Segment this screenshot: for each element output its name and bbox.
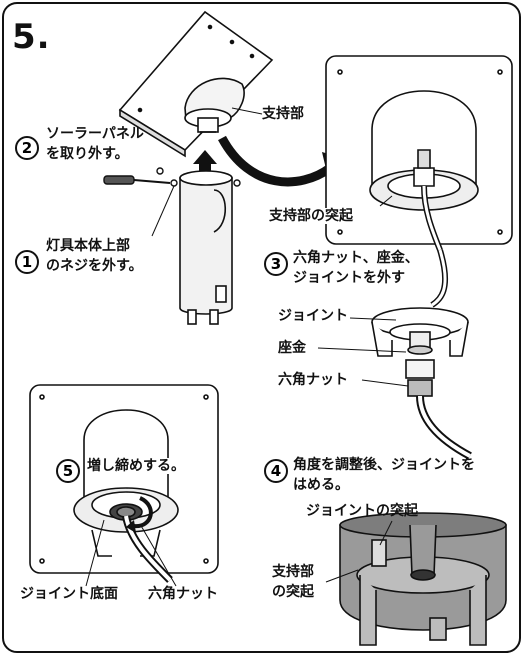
- step-4-number: 4: [264, 459, 288, 483]
- support-prot-line1: 支持部: [272, 564, 314, 580]
- support-label: 支持部: [262, 106, 304, 122]
- step-1-number: 1: [15, 250, 39, 274]
- step-3-line2: ジョイントを外す: [293, 270, 405, 286]
- step-5-line1: 増し締めする。: [86, 458, 186, 475]
- curved-arrow-icon: [218, 135, 333, 187]
- step-5-number: 5: [56, 459, 80, 483]
- step-4-line2: はめる。: [293, 477, 349, 493]
- tighten-panel-illustration: [29, 384, 219, 583]
- step-2-number: 2: [15, 136, 39, 160]
- step-2-line1: ソーラーパネル: [46, 126, 144, 142]
- washer-label: 座金: [278, 340, 306, 356]
- solar-panel-illustration: [118, 10, 274, 158]
- joint-protrusion-label: ジョイントの突起: [306, 503, 418, 519]
- joint-parts-illustration: [371, 307, 472, 460]
- joint-label: ジョイント: [278, 308, 348, 324]
- support-protrusion-label: 支持部の突起: [268, 208, 354, 225]
- step-2-line2: を取り外す。: [46, 146, 129, 162]
- support-prot-line2: の突起: [272, 584, 314, 600]
- step-title: 5.: [12, 17, 51, 57]
- step-1-line1: 灯具本体上部: [46, 238, 130, 254]
- back-panel-illustration: [325, 55, 513, 252]
- screwdriver-icon: [103, 167, 241, 187]
- light-body-illustration: [179, 170, 233, 325]
- rotation-arrow-icon: [133, 496, 153, 529]
- hex-nut-bottom-label: 六角ナット: [148, 586, 218, 602]
- joint-fit-illustration: [339, 512, 507, 646]
- step-4-line1: 角度を調整後、ジョイントを: [293, 457, 475, 473]
- step-3-number: 3: [264, 252, 288, 276]
- joint-bottom-label: ジョイント底面: [20, 586, 118, 602]
- hex-nut-label: 六角ナット: [278, 372, 348, 388]
- step-1-line2: のネジを外す。: [46, 258, 143, 274]
- step-3-line1: 六角ナット、座金、: [293, 250, 419, 266]
